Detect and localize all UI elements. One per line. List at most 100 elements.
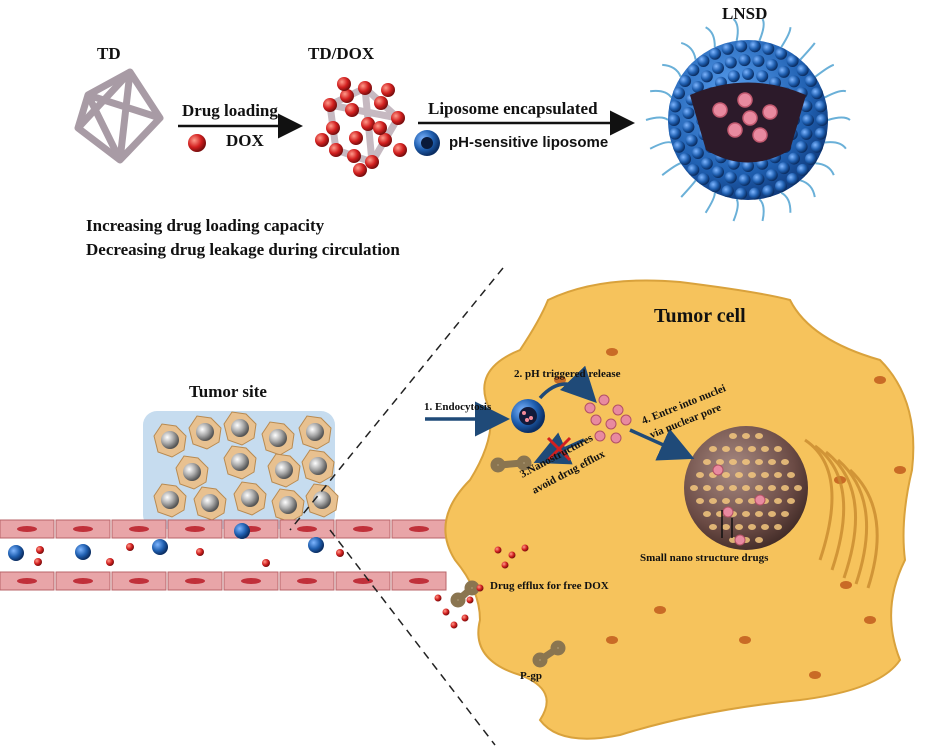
ph-liposome-icon xyxy=(414,130,440,156)
endothelial-nucleus xyxy=(297,526,317,532)
free-dox-molecule xyxy=(442,608,450,616)
endothelial-nucleus xyxy=(185,526,205,532)
cell-organelle xyxy=(739,636,751,644)
cell-organelle xyxy=(606,348,618,356)
lipid-head xyxy=(682,107,695,120)
lipid-head xyxy=(748,40,761,53)
endothelial-nucleus xyxy=(297,578,317,584)
lipid-head xyxy=(774,180,787,193)
lipid-head xyxy=(685,134,698,147)
nuclear-pore xyxy=(716,485,724,491)
dox-bead xyxy=(391,111,405,125)
peg-tail xyxy=(780,27,792,48)
cell-organelle xyxy=(654,606,666,614)
nuclear-pore xyxy=(755,511,763,517)
nuclear-pore xyxy=(794,485,802,491)
lipid-head xyxy=(738,173,751,186)
step-ph-release: 2. pH triggered release xyxy=(514,368,621,380)
free-dox-molecule xyxy=(461,614,469,622)
lipid-head xyxy=(752,173,765,186)
free-dox-in-blood xyxy=(336,549,344,557)
drug-efflux-label: Drug efflux for free DOX xyxy=(490,580,609,592)
nuclear-pore xyxy=(735,524,743,530)
lipid-head xyxy=(709,47,722,60)
endothelial-nucleus xyxy=(17,578,37,584)
free-dox-molecule xyxy=(450,621,458,629)
free-dox-in-blood xyxy=(36,546,44,554)
lipid-head xyxy=(762,42,775,55)
dox-label: DOX xyxy=(226,131,264,150)
cell-organelle xyxy=(874,376,886,384)
lipid-head xyxy=(787,152,800,165)
tumor-cell xyxy=(175,455,209,490)
free-dox-molecule xyxy=(494,546,502,554)
endothelial-nucleus xyxy=(409,578,429,584)
free-dox-molecule xyxy=(434,594,442,602)
lipid-head xyxy=(697,54,710,67)
lipid-head xyxy=(756,70,769,83)
lipid-head xyxy=(800,127,813,140)
tumor-cell xyxy=(188,415,222,450)
peg-tail xyxy=(758,198,765,222)
lipid-head xyxy=(765,169,778,182)
tumor-cell xyxy=(267,453,301,488)
nuclear-pore xyxy=(729,433,737,439)
endothelial-nucleus xyxy=(73,578,93,584)
zoom-dashed-line-lower xyxy=(329,529,496,746)
golgi-apparatus xyxy=(804,438,879,589)
free-dox-in-blood xyxy=(126,543,134,551)
tumor-cell xyxy=(301,449,335,484)
nuclear-pore xyxy=(703,485,711,491)
tumor-cell xyxy=(298,415,332,450)
nuclear-pore xyxy=(696,472,704,478)
nuclear-nanostructure xyxy=(712,464,724,476)
lipid-head xyxy=(672,140,685,153)
peg-tail xyxy=(662,63,682,78)
lipid-head xyxy=(721,185,734,198)
nuclear-pore xyxy=(690,485,698,491)
endothelial-nucleus xyxy=(129,526,149,532)
lipid-head xyxy=(709,180,722,193)
tumor-cell xyxy=(271,488,305,523)
lnsd-particle xyxy=(645,18,851,222)
nuclear-pore xyxy=(722,446,730,452)
lipid-head xyxy=(682,120,695,133)
cargo-nanostructure xyxy=(727,122,743,138)
endothelial-nucleus xyxy=(185,578,205,584)
endothelial-nucleus xyxy=(409,526,429,532)
nuclear-pore xyxy=(703,459,711,465)
cargo-nanostructure xyxy=(752,127,768,143)
cell-organelle xyxy=(606,636,618,644)
peg-tail xyxy=(705,26,716,48)
ph-release-arrow xyxy=(538,365,597,404)
nuclear-pore xyxy=(742,459,750,465)
cargo-nanostructure xyxy=(737,92,753,108)
lipid-head xyxy=(742,68,754,80)
lipid-head xyxy=(814,100,827,113)
dox-bead xyxy=(378,133,392,147)
lipid-head xyxy=(804,75,817,88)
liposome-in-blood xyxy=(152,539,168,555)
released-nanostructure xyxy=(612,404,624,416)
lipid-head xyxy=(742,160,754,172)
dox-bead xyxy=(393,143,407,157)
endothelial-nucleus xyxy=(241,578,261,584)
lipid-head xyxy=(787,75,800,88)
lipid-head xyxy=(735,187,748,200)
dox-bead xyxy=(347,149,361,163)
liposome-in-blood xyxy=(308,537,324,553)
tumor-cell-title: Tumor cell xyxy=(654,305,746,327)
lipid-head xyxy=(724,56,737,69)
nuclear-pore xyxy=(748,524,756,530)
benefit-1: Increasing drug loading capacity xyxy=(86,216,325,235)
free-dox-in-blood xyxy=(34,558,42,566)
lipid-head xyxy=(774,47,787,60)
lipid-head xyxy=(724,171,737,184)
nuclear-pore xyxy=(781,459,789,465)
lipid-head xyxy=(669,127,682,140)
tumor-cell xyxy=(261,421,295,456)
nuclear-pore xyxy=(748,472,756,478)
peg-tail xyxy=(680,179,697,198)
liposome-encapsulated-label: Liposome encapsulated xyxy=(428,99,598,118)
dox-bead xyxy=(329,143,343,157)
